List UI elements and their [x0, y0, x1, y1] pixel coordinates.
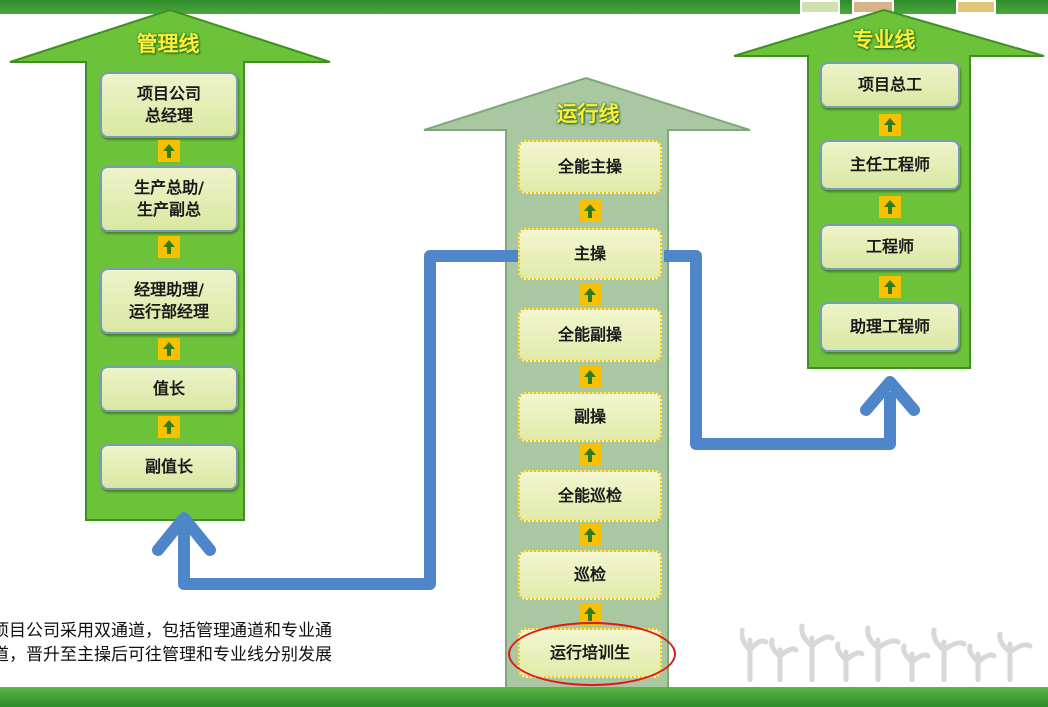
- up-arrow-icon: [579, 366, 601, 388]
- up-arrow-icon: [579, 284, 601, 306]
- top-banner: [0, 0, 1048, 14]
- operation-box-chief-operator: 主操: [518, 228, 662, 280]
- management-box-deputy-shift-supervisor: 副值长: [100, 444, 238, 490]
- professional-box-senior-engineer: 主任工程师: [820, 140, 960, 190]
- management-box-general-manager: 项目公司 总经理: [100, 72, 238, 138]
- management-arrow: [9, 8, 331, 521]
- management-box-shift-supervisor: 值长: [100, 366, 238, 412]
- up-arrow-icon: [579, 524, 601, 546]
- up-arrow-icon: [579, 603, 601, 625]
- up-arrow-icon: [158, 416, 180, 438]
- operation-box-inspector: 巡检: [518, 550, 662, 600]
- management-box-manager-assistant: 经理助理/ 运行部经理: [100, 268, 238, 334]
- professional-box-chief-engineer: 项目总工: [820, 62, 960, 108]
- up-arrow-icon: [879, 196, 901, 218]
- sprout-decoration-icon: [740, 623, 1033, 682]
- note-line-2: 道，晋升至主操后可往管理和专业线分别发展: [0, 645, 332, 665]
- bottom-banner: [0, 687, 1048, 707]
- thumbnail-3: [956, 0, 996, 14]
- professional-title: 专业线: [852, 28, 916, 52]
- up-arrow-icon: [158, 140, 180, 162]
- note-text: 项目公司采用双通道，包括管理通道和专业通 道，晋升至主操后可往管理和专业线分别发…: [0, 619, 500, 667]
- professional-box-assistant-engineer: 助理工程师: [820, 302, 960, 352]
- trainee-highlight-circle: [508, 622, 676, 686]
- up-arrow-icon: [158, 338, 180, 360]
- up-arrow-icon: [579, 444, 601, 466]
- operation-box-all-round-deputy-operator: 全能副操: [518, 308, 662, 362]
- up-arrow-icon: [879, 276, 901, 298]
- blue-path-left-arrowhead: [152, 512, 216, 556]
- operation-box-deputy-operator: 副操: [518, 392, 662, 442]
- thumbnail-1: [800, 0, 840, 14]
- operation-box-all-round-chief-operator: 全能主操: [518, 140, 662, 194]
- blue-path-right: [664, 250, 896, 450]
- up-arrow-icon: [158, 236, 180, 258]
- blue-path-left: [178, 250, 520, 590]
- blue-path-right-arrowhead: [860, 376, 920, 416]
- management-title: 管理线: [136, 32, 200, 56]
- up-arrow-icon: [879, 114, 901, 136]
- operation-title: 运行线: [556, 102, 620, 126]
- note-line-1: 项目公司采用双通道，包括管理通道和专业通: [0, 621, 332, 641]
- operation-box-all-round-inspector: 全能巡检: [518, 470, 662, 522]
- up-arrow-icon: [579, 200, 601, 222]
- management-box-production-assistant: 生产总助/ 生产副总: [100, 166, 238, 232]
- professional-box-engineer: 工程师: [820, 224, 960, 270]
